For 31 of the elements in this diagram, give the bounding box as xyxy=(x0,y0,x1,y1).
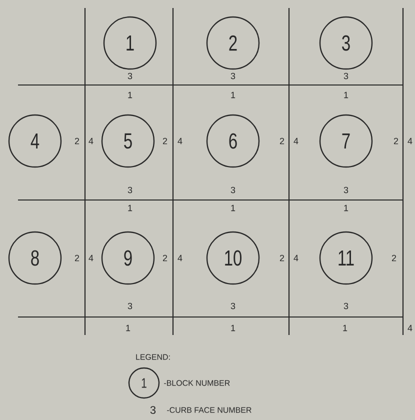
curb-face-number: 1 xyxy=(343,324,348,332)
curb-face-number: 2 xyxy=(394,138,398,144)
curb-face-number: 3 xyxy=(344,186,348,194)
curb-face-number: 3 xyxy=(230,186,236,194)
curb-face-number: 4 xyxy=(294,254,298,262)
curb-face-number: 3 xyxy=(128,302,132,310)
curb-face-number: 4 xyxy=(408,324,412,332)
curb-face-number: 3 xyxy=(230,302,236,310)
curb-face-number: 4 xyxy=(178,138,182,144)
curb-face-number: 1 xyxy=(126,324,130,332)
curb-face-number: 2 xyxy=(280,138,284,144)
curb-face-number: 1 xyxy=(344,92,348,98)
curb-face-number: 4 xyxy=(178,254,182,262)
curb-face-number: 4 xyxy=(294,138,298,144)
curb-face-number: 4 xyxy=(408,138,412,144)
curb-face-number: 4 xyxy=(88,138,94,144)
curb-face-number: 2 xyxy=(280,254,284,262)
curb-face-number: 2 xyxy=(162,254,168,262)
curb-face-number: 4 xyxy=(88,254,94,262)
curb-face-number: 1 xyxy=(231,92,236,98)
curb-face-number: 1 xyxy=(344,204,348,212)
curb-face-number: 2 xyxy=(162,138,168,144)
curb-face-number: 2 xyxy=(392,254,396,262)
curb-face-number: 1 xyxy=(231,324,236,332)
curb-face-number: 3 xyxy=(344,302,348,310)
curb-face-number: 1 xyxy=(231,204,236,212)
curb-face-number: 3 xyxy=(128,186,132,194)
curb-face-number: 2 xyxy=(74,138,80,144)
curb-face-number: 1 xyxy=(128,204,132,212)
curb-face-number: 1 xyxy=(128,92,132,98)
curb-face-number: 2 xyxy=(74,254,80,262)
